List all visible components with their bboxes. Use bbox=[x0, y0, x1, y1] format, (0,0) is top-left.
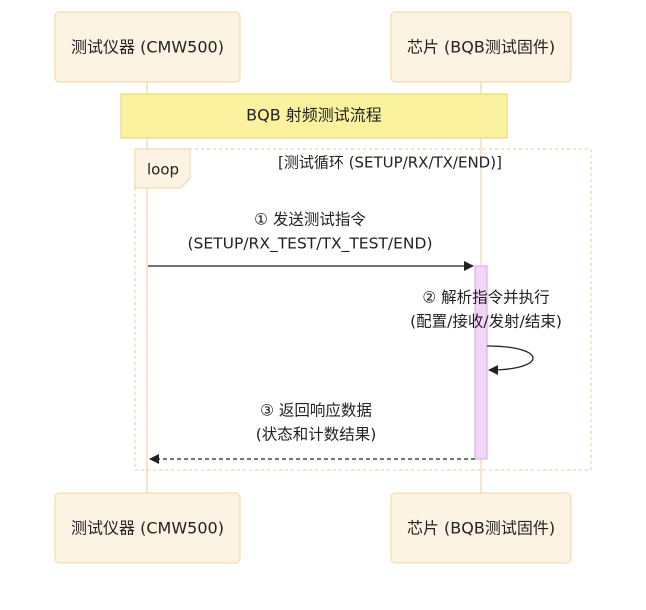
message-2-line-2: (配置/接收/发射/结束) bbox=[410, 313, 562, 331]
message-3-line-2: (状态和计数结果) bbox=[256, 426, 377, 444]
participant-instrument-top: 测试仪器 (CMW500) bbox=[54, 11, 241, 83]
chip-activation-bar bbox=[474, 265, 488, 460]
message-1-line-2: (SETUP/RX_TEST/TX_TEST/END) bbox=[188, 235, 433, 254]
participant-instrument-bottom: 测试仪器 (CMW500) bbox=[54, 492, 241, 564]
loop-frame: loop [测试循环 (SETUP/RX/TX/END)] bbox=[134, 148, 592, 471]
loop-title: [测试循环 (SETUP/RX/TX/END)] bbox=[278, 154, 502, 172]
loop-tag: loop bbox=[147, 161, 179, 179]
message-2-line-1: ② 解析指令并执行 bbox=[422, 289, 549, 307]
note-text: BQB 射频测试流程 bbox=[246, 106, 382, 125]
participant-instrument-bottom-label: 测试仪器 (CMW500) bbox=[71, 519, 224, 538]
participant-chip-bottom: 芯片 (BQB测试固件) bbox=[390, 492, 572, 564]
participant-chip-bottom-label: 芯片 (BQB测试固件) bbox=[407, 519, 555, 538]
message-2-self-arrow bbox=[486, 345, 534, 375]
participant-chip-top-label: 芯片 (BQB测试固件) bbox=[407, 38, 555, 57]
participant-chip-top: 芯片 (BQB测试固件) bbox=[390, 11, 572, 83]
note-box: BQB 射频测试流程 bbox=[120, 93, 508, 139]
message-1-line-1: ① 发送测试指令 bbox=[254, 211, 366, 229]
message-3-line-1: ③ 返回响应数据 bbox=[260, 401, 372, 420]
participant-instrument-top-label: 测试仪器 (CMW500) bbox=[71, 38, 224, 57]
